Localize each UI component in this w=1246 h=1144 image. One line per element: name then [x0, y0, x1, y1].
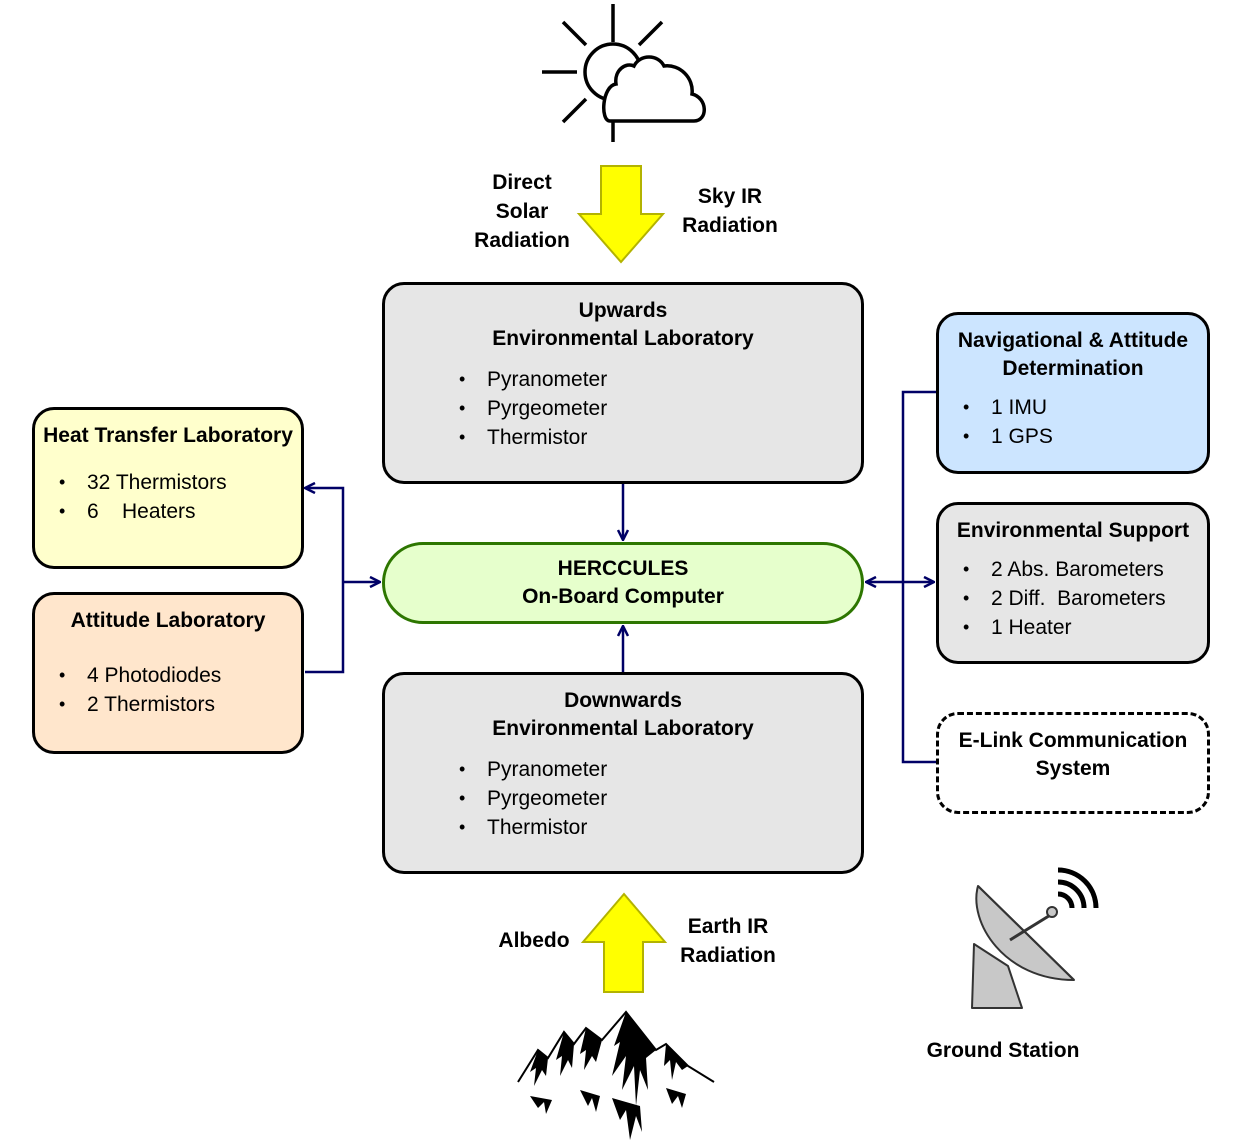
attitude-lab-title: Attitude Laboratory — [70, 609, 266, 632]
obc-to-heat-lab-connector — [305, 488, 345, 582]
direct-solar-radiation-label: Direct Solar Radiation — [474, 171, 570, 252]
attitude-lab-items: 4 Photodiodes 2 Thermistors — [35, 661, 301, 719]
list-item: 6 Heaters — [35, 497, 301, 526]
mountains-icon — [517, 1010, 715, 1140]
satellite-dish-icon — [971, 867, 1099, 1009]
elink-communication-system: E-Link Communication System — [936, 712, 1210, 814]
heat-transfer-lab-items: 32 Thermistors 6 Heaters — [35, 468, 301, 526]
upwards-lab-title: Upwards Environmental Laboratory — [492, 299, 754, 350]
list-item: 1 GPS — [939, 422, 1207, 451]
list-item: 2 Thermistors — [35, 690, 301, 719]
list-item: 1 IMU — [939, 393, 1207, 422]
albedo-label: Albedo — [498, 929, 570, 952]
downwards-lab-title: Downwards Environmental Laboratory — [492, 689, 754, 740]
env-support-title: Environmental Support — [956, 519, 1190, 542]
heat-transfer-lab-title: Heat Transfer Laboratory — [43, 424, 293, 447]
on-board-computer: HERCCULES On-Board Computer — [382, 542, 864, 624]
list-item: 2 Abs. Barometers — [939, 555, 1207, 584]
list-item: Pyranometer — [435, 365, 861, 394]
earth-ir-radiation-label: Earth IR Radiation — [680, 915, 776, 967]
env-support-items: 2 Abs. Barometers 2 Diff. Barometers 1 H… — [939, 555, 1207, 642]
sun-cloud-icon — [542, 4, 706, 142]
list-item: 4 Photodiodes — [35, 661, 301, 690]
nav-attitude-title: Navigational & Attitude Determination — [957, 329, 1189, 380]
upwards-environmental-lab: Upwards Environmental Laboratory Pyranom… — [382, 282, 864, 484]
attitude-lab: Attitude Laboratory 4 Photodiodes 2 Ther… — [32, 592, 304, 754]
list-item: Thermistor — [435, 813, 861, 842]
nav-attitude-items: 1 IMU 1 GPS — [939, 393, 1207, 451]
downwards-lab-items: Pyranometer Pyrgeometer Thermistor — [435, 755, 861, 842]
right-bus-connector — [901, 390, 936, 764]
obc-title: HERCCULES On-Board Computer — [522, 557, 724, 608]
ground-station-label: Ground Station — [926, 1039, 1080, 1062]
list-item: Pyrgeometer — [435, 784, 861, 813]
attitude-lab-connector — [305, 582, 345, 674]
environmental-support: Environmental Support 2 Abs. Barometers … — [936, 502, 1210, 664]
upward-radiation-arrow — [580, 892, 668, 993]
list-item: 2 Diff. Barometers — [939, 584, 1207, 613]
list-item: Pyranometer — [435, 755, 861, 784]
downward-radiation-arrow — [576, 165, 666, 264]
upwards-lab-items: Pyranometer Pyrgeometer Thermistor — [435, 365, 861, 452]
sky-ir-radiation-label: Sky IR Radiation — [682, 185, 778, 237]
downwards-environmental-lab: Downwards Environmental Laboratory Pyran… — [382, 672, 864, 874]
heat-transfer-lab: Heat Transfer Laboratory 32 Thermistors … — [32, 407, 304, 569]
list-item: Thermistor — [435, 423, 861, 452]
list-item: Pyrgeometer — [435, 394, 861, 423]
list-item: 32 Thermistors — [35, 468, 301, 497]
elink-title: E-Link Communication System — [958, 729, 1188, 780]
list-item: 1 Heater — [939, 613, 1207, 642]
navigational-attitude-determination: Navigational & Attitude Determination 1 … — [936, 312, 1210, 474]
